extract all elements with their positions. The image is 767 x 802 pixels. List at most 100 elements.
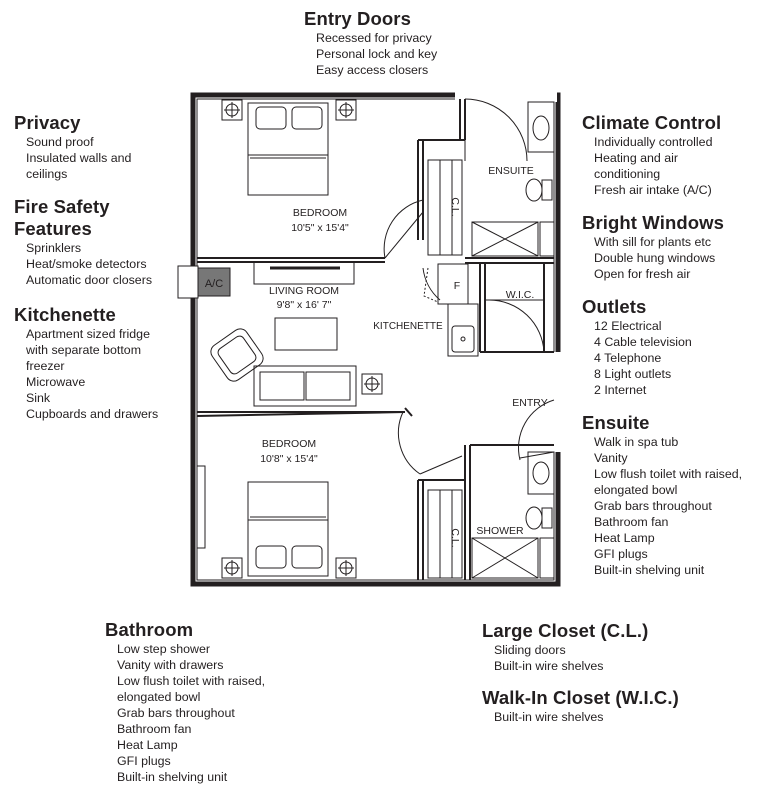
outlets-item: 4 Telephone	[594, 351, 662, 365]
privacy-section: Privacy Sound proof Insulated walls and …	[14, 112, 131, 182]
bright-windows-item: Double hung windows	[594, 251, 716, 265]
kitchenette-label: KITCHENETTE	[373, 321, 443, 332]
ensuite-item: Heat Lamp	[594, 531, 655, 545]
shower-icon	[471, 537, 555, 579]
bedroom-2-label: BEDROOM	[262, 438, 316, 450]
large-closet-title: Large Closet (C.L.)	[482, 620, 649, 641]
ensuite-title: Ensuite	[582, 412, 650, 433]
ac-unit-icon	[177, 265, 231, 299]
closet-2-label: C.L.	[449, 528, 461, 547]
fire-safety-item: Heat/smoke detectors	[26, 257, 147, 271]
privacy-item: Insulated walls and	[26, 151, 132, 165]
kitchen-sink-icon	[447, 303, 479, 357]
outlets-item: 2 Internet	[594, 383, 647, 397]
ensuite-item: Walk in spa tub	[594, 435, 679, 449]
wic-label: W.I.C.	[506, 289, 535, 301]
fridge-icon	[423, 263, 469, 305]
bathroom-sink-icon	[527, 451, 555, 495]
ensuite-item: elongated bowl	[594, 483, 678, 497]
kitchenette-item: freezer	[26, 359, 65, 373]
lamp-table-icon	[361, 373, 383, 395]
bathroom-toilet-icon	[525, 506, 553, 530]
fire-safety-item: Sprinklers	[26, 241, 82, 255]
bed-1-icon	[247, 102, 329, 196]
fire-safety-title-line2: Features	[14, 218, 92, 239]
privacy-title: Privacy	[14, 112, 81, 133]
climate-control-title: Climate Control	[582, 112, 722, 133]
ac-label: A/C	[205, 278, 223, 290]
climate-control-section: Climate Control Individually controlled …	[582, 112, 721, 198]
kitchenette-item: Microwave	[26, 375, 86, 389]
climate-control-item: conditioning	[594, 167, 661, 181]
closet-1-label: C.L.	[449, 197, 461, 216]
outlets-item: 4 Cable television	[594, 335, 692, 349]
coffee-table-icon	[274, 317, 338, 351]
climate-control-item: Heating and air	[594, 151, 679, 165]
large-closet-section: Large Closet (C.L.) Sliding doors Built-…	[482, 620, 648, 674]
climate-control-item: Individually controlled	[594, 135, 713, 149]
entry-label: ENTRY	[512, 397, 547, 409]
bedroom-2-size: 10'8" x 15'4"	[260, 453, 318, 465]
walk-in-closet-item: Built-in wire shelves	[494, 710, 604, 724]
kitchenette-item: Sink	[26, 391, 51, 405]
bright-windows-item: With sill for plants etc	[594, 235, 712, 249]
closet-top	[427, 159, 463, 256]
entry-doors-item: Easy access closers	[316, 63, 429, 77]
privacy-item: ceilings	[26, 167, 68, 181]
sofa-icon	[253, 365, 357, 407]
fire-safety-title-line1: Fire Safety	[14, 196, 110, 217]
bathroom-item: Bathroom fan	[117, 722, 192, 736]
living-room-size: 9'8" x 16' 7"	[277, 299, 332, 311]
outlets-title: Outlets	[582, 296, 647, 317]
bathroom-title: Bathroom	[105, 619, 194, 640]
shower-label: SHOWER	[476, 525, 524, 537]
door-swings	[383, 98, 555, 475]
living-room-label: LIVING ROOM	[269, 285, 339, 297]
ensuite-item: Grab bars throughout	[594, 499, 712, 513]
fire-safety-item: Automatic door closers	[26, 273, 153, 287]
nightstand-icon	[221, 99, 357, 121]
fire-safety-section: Fire Safety Features Sprinklers Heat/smo…	[14, 196, 152, 288]
large-closet-item: Built-in wire shelves	[494, 659, 604, 673]
climate-control-item: Fresh air intake (A/C)	[594, 183, 712, 197]
kitchenette-section: Kitchenette Apartment sized fridge with …	[14, 304, 158, 422]
ensuite-sink-icon	[527, 101, 555, 153]
ensuite-item: GFI plugs	[594, 547, 648, 561]
bright-windows-title: Bright Windows	[582, 212, 725, 233]
large-closet-item: Sliding doors	[494, 643, 566, 657]
bathroom-item: Vanity with drawers	[117, 658, 224, 672]
ensuite-toilet-icon	[525, 178, 553, 202]
ensuite-tub-icon	[471, 221, 555, 257]
bright-windows-section: Bright Windows With sill for plants etc …	[582, 212, 724, 282]
bathroom-item: Heat Lamp	[117, 738, 178, 752]
walk-in-closet-title: Walk-In Closet (W.I.C.)	[482, 687, 679, 708]
walk-in-closet-section: Walk-In Closet (W.I.C.) Built-in wire sh…	[482, 687, 679, 725]
bathroom-item: elongated bowl	[117, 690, 201, 704]
bathroom-item: Low flush toilet with raised,	[117, 674, 266, 688]
armchair-icon	[210, 328, 264, 382]
ensuite-item: Built-in shelving unit	[594, 563, 705, 577]
entry-doors-item: Recessed for privacy	[316, 31, 432, 45]
bright-windows-item: Open for fresh air	[594, 267, 691, 281]
bedroom-2-dresser-icon	[196, 465, 206, 549]
bedroom-1-size: 10'5" x 15'4"	[291, 222, 349, 234]
fridge-label: F	[454, 280, 460, 292]
ensuite-item: Bathroom fan	[594, 515, 669, 529]
entry-door-gap	[455, 92, 557, 102]
kitchenette-item: Cupboards and drawers	[26, 407, 159, 421]
privacy-item: Sound proof	[26, 135, 94, 149]
kitchenette-item: Apartment sized fridge	[26, 327, 150, 341]
ensuite-section: Ensuite Walk in spa tub Vanity Low flush…	[582, 412, 742, 578]
bathroom-item: Low step shower	[117, 642, 210, 656]
kitchenette-item: with separate bottom	[26, 343, 142, 357]
entry-side-gap	[553, 352, 561, 452]
bathroom-item: GFI plugs	[117, 754, 171, 768]
entry-doors-section: Entry Doors Recessed for privacy Persona…	[304, 8, 437, 78]
outer-walls	[190, 92, 561, 587]
outlets-section: Outlets 12 Electrical 4 Cable television…	[582, 296, 692, 398]
outlets-item: 8 Light outlets	[594, 367, 672, 381]
bed-2-icon	[247, 481, 329, 577]
closet-bottom	[427, 489, 463, 579]
ensuite-item: Vanity	[594, 451, 628, 465]
